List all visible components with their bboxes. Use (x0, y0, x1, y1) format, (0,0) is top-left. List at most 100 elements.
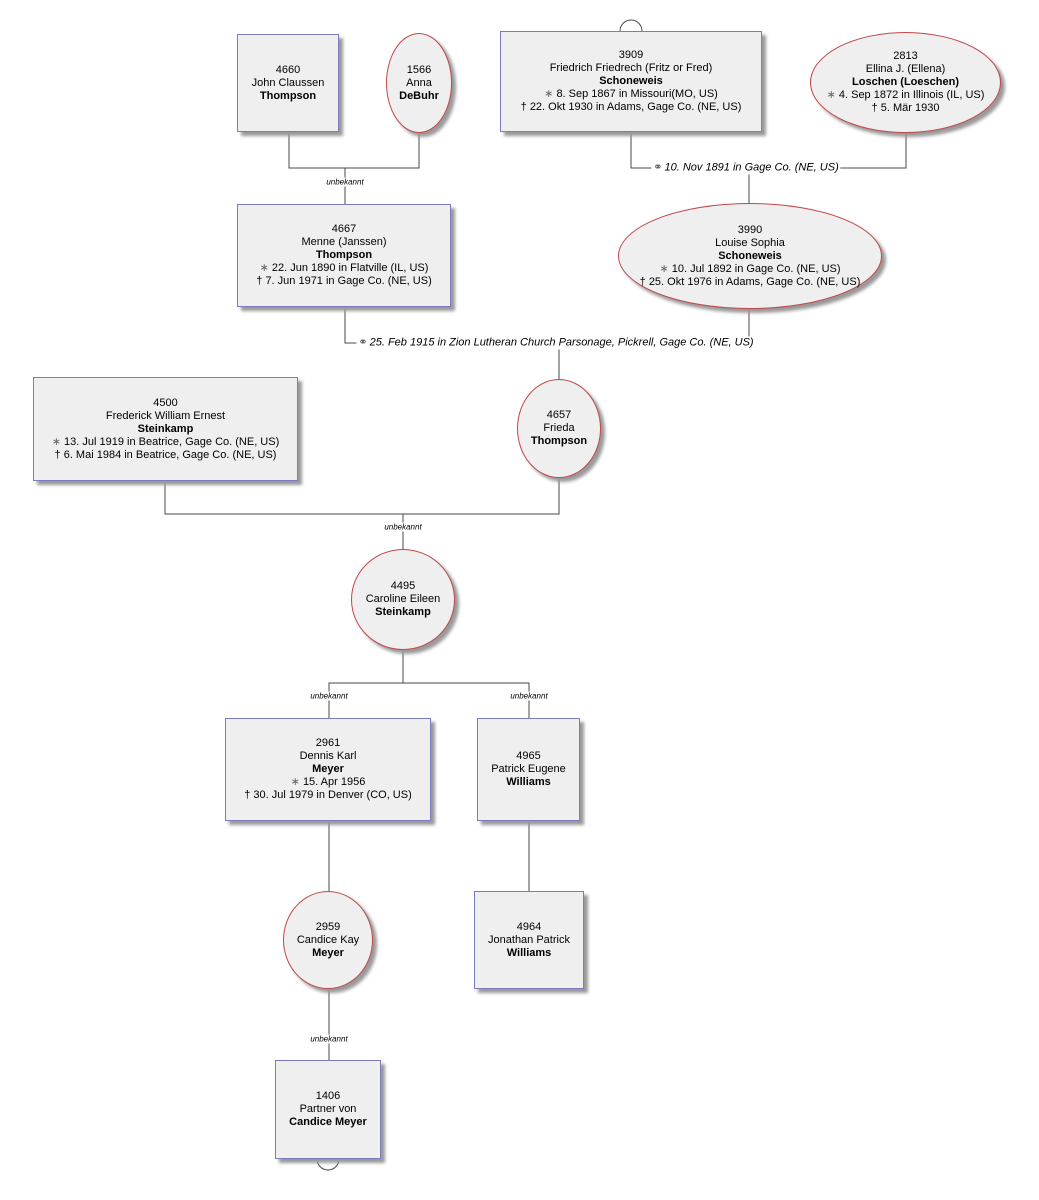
person-id: 4500 (153, 396, 178, 409)
person-id: 4495 (390, 580, 416, 592)
person-given-name: Louise Sophia (715, 236, 785, 249)
connector-loop-bottom (316, 1158, 340, 1171)
person-id: 2959 (315, 920, 341, 933)
death-line: † 6. Mai 1984 in Beatrice, Gage Co. (NE,… (55, 449, 277, 462)
death-date: 7. Jun 1971 in Gage Co. (NE, US) (265, 275, 432, 287)
connector-children-4495 (328, 682, 530, 718)
death-icon: † (520, 101, 527, 113)
unknown-label-4495: unbekannt (383, 522, 423, 532)
birth-line: ∗ 10. Jul 1892 in Gage Co. (NE, US) (659, 263, 840, 276)
person-card-4660[interactable]: 4660 John Claussen Thompson (237, 34, 339, 132)
death-line: † 22. Okt 1930 in Adams, Gage Co. (NE, U… (521, 101, 742, 114)
person-card-2961[interactable]: 2961 Dennis Karl Meyer ∗ 15. Apr 1956 † … (225, 718, 431, 821)
death-date: 22. Okt 1930 in Adams, Gage Co. (NE, US) (529, 101, 742, 113)
birth-line: ∗ 22. Jun 1890 in Flatville (IL, US) (260, 262, 429, 275)
birth-date: 4. Sep 1872 in Illinois (IL, US) (838, 89, 985, 101)
death-date: 25. Okt 1976 in Adams, Gage Co. (NE, US) (648, 275, 861, 288)
birth-icon: ∗ (826, 89, 836, 101)
death-icon: † (244, 789, 251, 801)
death-date: 30. Jul 1979 in Denver (CO, US) (253, 789, 412, 801)
person-id: 4660 (275, 63, 301, 76)
person-given-name: Jonathan Patrick (488, 933, 570, 946)
birth-date: 10. Jul 1892 in Gage Co. (NE, US) (671, 262, 841, 275)
person-card-4495[interactable]: 4495 Caroline Eileen Steinkamp (351, 549, 455, 650)
birth-line: ∗ 13. Jul 1919 in Beatrice, Gage Co. (NE… (52, 436, 280, 449)
birth-date: 15. Apr 1956 (302, 776, 366, 788)
person-card-3909[interactable]: 3909 Friedrich Friedrech (Fritz or Fred)… (500, 31, 762, 132)
person-id: 4964 (516, 920, 542, 933)
person-given-name: Friedrich Friedrech (Fritz or Fred) (549, 62, 713, 74)
person-id: 1566 (406, 63, 432, 76)
death-icon: † (256, 275, 263, 287)
death-icon: † (639, 275, 646, 288)
person-surname: Schoneweis (718, 249, 782, 262)
person-surname: Steinkamp (375, 606, 431, 618)
person-given-name: Anna (406, 76, 432, 89)
person-id: 3909 (618, 49, 644, 61)
marriage-label-3909-2813: ⚭10. Nov 1891 in Gage Co. (NE, US) (651, 161, 841, 175)
birth-icon: ∗ (51, 435, 61, 448)
birth-line: ∗ 8. Sep 1867 in Missouri(MO, US) (544, 88, 718, 101)
marriage-label-4667-3990: ⚭25. Feb 1915 in Zion Lutheran Church Pa… (356, 336, 756, 350)
person-id: 4965 (516, 750, 541, 762)
person-card-1406[interactable]: 1406 Partner von Candice Meyer (275, 1060, 381, 1159)
person-card-4667[interactable]: 4667 Menne (Janssen) Thompson ∗ 22. Jun … (237, 204, 451, 307)
person-surname: Williams (506, 776, 551, 788)
birth-icon: ∗ (259, 262, 269, 274)
person-given-name: Frederick William Ernest (105, 409, 226, 422)
person-surname: Thompson (259, 89, 317, 102)
marriage-date: 25. Feb 1915 in Zion Lutheran Church Par… (369, 336, 754, 349)
person-id: 4667 (331, 223, 357, 235)
person-card-2959[interactable]: 2959 Candice Kay Meyer (283, 891, 373, 989)
person-id: 1406 (315, 1090, 341, 1102)
death-icon: † (54, 448, 61, 461)
person-card-2813[interactable]: 2813 Ellina J. (Ellena) Loschen (Loesche… (810, 32, 1001, 133)
death-line: † 30. Jul 1979 in Denver (CO, US) (244, 789, 412, 802)
person-id: 2813 (893, 50, 918, 62)
person-given-name: Frieda (543, 422, 575, 434)
person-surname: DeBuhr (399, 89, 439, 102)
person-id: 3990 (737, 223, 763, 236)
marriage-rings-icon: ⚭ (358, 336, 368, 349)
marriage-rings-icon: ⚭ (653, 161, 663, 174)
death-icon: † (871, 102, 878, 114)
birth-date: 8. Sep 1867 in Missouri(MO, US) (556, 88, 718, 100)
person-surname: Steinkamp (137, 422, 194, 435)
person-id: 4657 (546, 409, 572, 421)
person-card-4500[interactable]: 4500 Frederick William Ernest Steinkamp … (33, 377, 298, 481)
unknown-label-4965: unbekannt (509, 691, 549, 701)
person-surname: Thompson (530, 435, 588, 447)
person-card-4965[interactable]: 4965 Patrick Eugene Williams (477, 718, 580, 821)
person-surname: Thompson (315, 249, 373, 261)
person-card-4964[interactable]: 4964 Jonathan Patrick Williams (474, 891, 584, 989)
birth-line: ∗ 4. Sep 1872 in Illinois (IL, US) (827, 89, 985, 102)
death-date: 5. Mär 1930 (880, 102, 940, 114)
connector-4660-1566 (288, 132, 420, 169)
person-given-name: Dennis Karl (299, 750, 357, 762)
connector-4500-4657 (164, 478, 560, 515)
connector-loop-top (619, 19, 643, 32)
person-given-name: Menne (Janssen) (301, 236, 387, 248)
birth-icon: ∗ (290, 776, 300, 788)
unknown-label-4667: unbekannt (325, 177, 365, 187)
person-card-1566[interactable]: 1566 Anna DeBuhr (386, 33, 452, 133)
person-card-3990[interactable]: 3990 Louise Sophia Schoneweis ∗ 10. Jul … (618, 203, 882, 309)
birth-icon: ∗ (544, 88, 554, 100)
person-given-name: Patrick Eugene (491, 763, 566, 775)
death-line: † 7. Jun 1971 in Gage Co. (NE, US) (256, 275, 432, 288)
unknown-label-1406: unbekannt (309, 1034, 349, 1044)
person-given-name: Ellina J. (Ellena) (865, 63, 946, 75)
birth-date: 22. Jun 1890 in Flatville (IL, US) (271, 262, 429, 274)
death-line: † 25. Okt 1976 in Adams, Gage Co. (NE, U… (640, 276, 861, 289)
person-given-name: Partner von (299, 1103, 357, 1115)
person-card-4657[interactable]: 4657 Frieda Thompson (517, 379, 601, 478)
unknown-label-2961: unbekannt (309, 691, 349, 701)
person-given-name: Candice Kay (296, 933, 360, 946)
death-date: 6. Mai 1984 in Beatrice, Gage Co. (NE, U… (63, 448, 277, 461)
death-line: † 5. Mär 1930 (872, 102, 940, 115)
person-surname: Candice Meyer (289, 1116, 367, 1128)
marriage-date: 10. Nov 1891 in Gage Co. (NE, US) (664, 161, 839, 174)
person-given-name: John Claussen (251, 76, 325, 89)
